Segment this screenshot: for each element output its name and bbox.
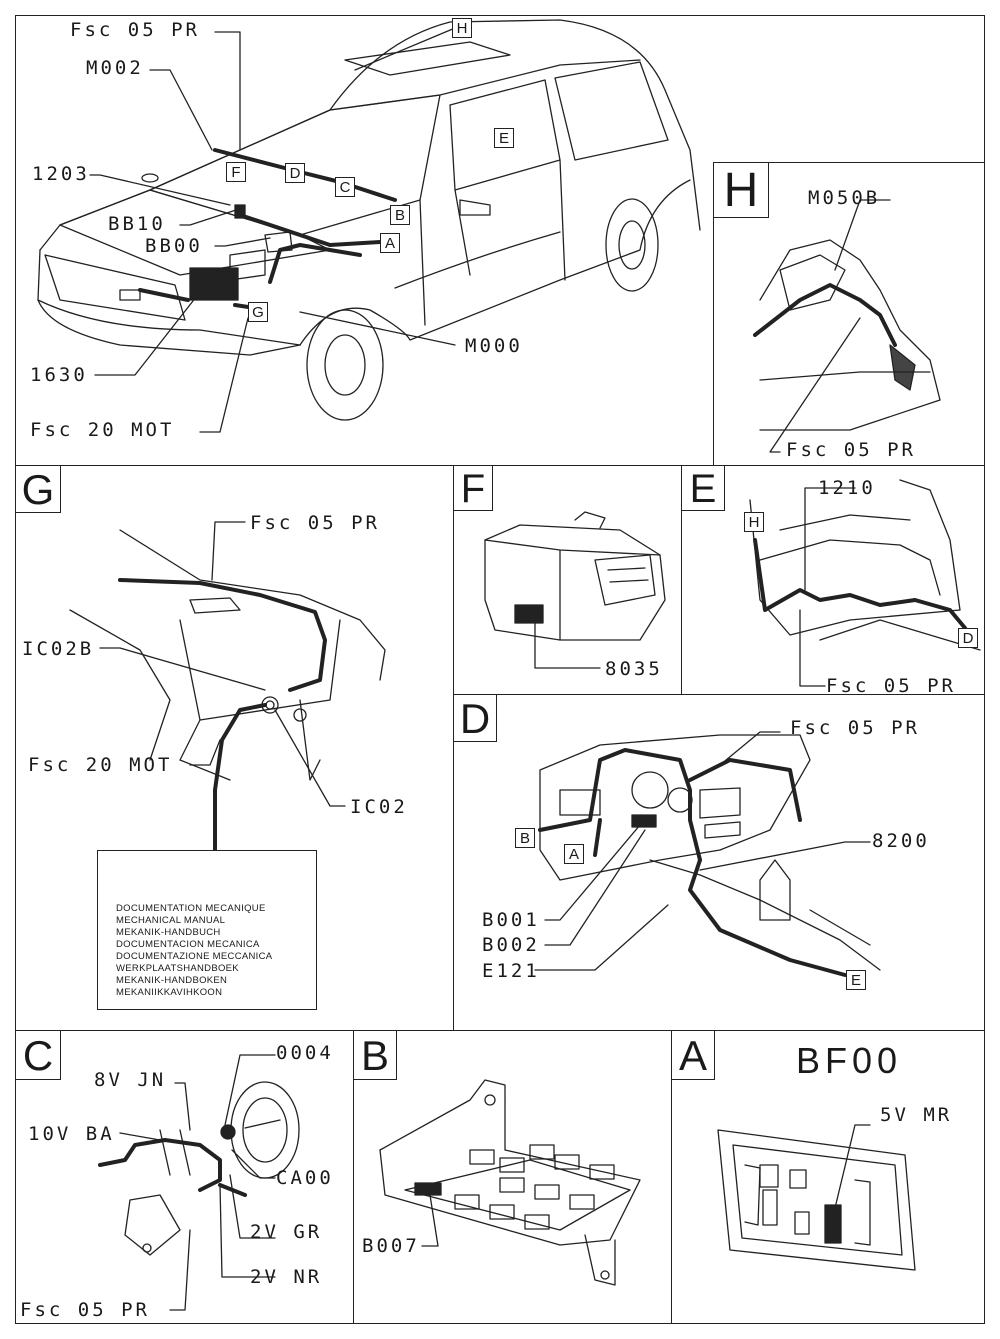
panel-g-label: G	[15, 465, 61, 513]
callout-bb10: BB10	[108, 213, 166, 235]
panel-h-label: H	[713, 162, 769, 218]
marker-g: G	[248, 302, 268, 322]
marker-d-a: A	[564, 844, 584, 864]
panel-d-label: D	[453, 694, 497, 742]
doc-line: MECHANICAL MANUAL	[116, 915, 226, 926]
marker-d: D	[285, 163, 305, 183]
marker-d-b: B	[515, 828, 535, 848]
panel-b-art	[379, 1079, 641, 1286]
marker-a: A	[380, 233, 400, 253]
panel-h-art	[753, 199, 941, 453]
marker-d-e: E	[846, 970, 866, 990]
callout-b001: B001	[482, 909, 540, 931]
callout-1210: 1210	[818, 477, 876, 499]
panel-g-art	[69, 521, 386, 891]
callout-8035: 8035	[605, 658, 663, 680]
marker-h: H	[452, 18, 472, 38]
marker-f: F	[226, 162, 246, 182]
panel-d	[453, 694, 985, 1032]
panel-d-art	[534, 731, 881, 977]
callout-ic02b: IC02B	[22, 638, 95, 660]
marker-e-h: H	[744, 512, 764, 532]
panel-e-label: E	[681, 465, 725, 511]
callout-fsc20mot: Fsc 20 MOT	[30, 419, 175, 441]
marker-c: C	[335, 177, 355, 197]
callout-ic02: IC02	[350, 796, 408, 818]
callout-g-fsc20mot: Fsc 20 MOT	[28, 754, 173, 776]
callout-10vba: 10V BA	[28, 1123, 115, 1145]
callout-ca00: CA00	[276, 1167, 334, 1189]
callout-h-fsc05pr: Fsc 05 PR	[786, 439, 916, 461]
panel-c	[15, 1030, 355, 1324]
marker-e-d: D	[958, 628, 978, 648]
panel-a-art	[717, 1124, 916, 1271]
doc-line: WERKPLAATSHANDBOEK	[116, 963, 239, 974]
callout-d-fsc05pr: Fsc 05 PR	[790, 717, 920, 739]
marker-e: E	[494, 128, 514, 148]
panel-a	[671, 1030, 985, 1324]
callout-8vjn: 8V JN	[94, 1069, 167, 1091]
callout-c-fsc05pr: Fsc 05 PR	[20, 1299, 150, 1321]
callout-m000: M000	[465, 335, 523, 357]
doc-line: DOCUMENTAZIONE MECCANICA	[116, 951, 273, 962]
panel-c-art	[98, 1054, 300, 1311]
callout-b007: B007	[362, 1235, 420, 1257]
callout-b002: B002	[482, 934, 540, 956]
callout-0004: 0004	[276, 1042, 334, 1064]
panel-a-title: BF00	[796, 1040, 903, 1081]
marker-b: B	[390, 205, 410, 225]
callout-fsc05pr: Fsc 05 PR	[70, 19, 200, 41]
callout-m050b: M050B	[808, 187, 881, 209]
car-illustration	[37, 19, 701, 433]
panel-f-art	[484, 511, 666, 669]
callout-e121: E121	[482, 960, 540, 982]
callout-e-fsc05pr: Fsc 05 PR	[826, 675, 956, 697]
callout-5vmr: 5V MR	[880, 1104, 953, 1126]
callout-1630: 1630	[30, 364, 88, 386]
doc-line: MEKANIK-HANDBUCH	[116, 927, 221, 938]
panel-b	[353, 1030, 673, 1324]
panel-b-label: B	[353, 1030, 397, 1080]
panel-e-art	[749, 479, 981, 687]
callout-8200: 8200	[872, 830, 930, 852]
panel-e	[681, 465, 985, 696]
callout-m002: M002	[86, 57, 144, 79]
callout-2vgr: 2V GR	[250, 1221, 323, 1243]
panel-a-label: A	[671, 1030, 715, 1080]
documentation-box: DOCUMENTATION MECANIQUE MECHANICAL MANUA…	[97, 850, 317, 1010]
callout-g-fsc05pr: Fsc 05 PR	[250, 512, 380, 534]
callout-2vnr: 2V NR	[250, 1266, 323, 1288]
doc-line: MEKANIIKKAVIHKOON	[116, 987, 223, 998]
panel-c-label: C	[15, 1030, 61, 1080]
callout-1203: 1203	[32, 163, 90, 185]
panel-f-label: F	[453, 465, 493, 511]
callout-bb00: BB00	[145, 235, 203, 257]
doc-line: MEKANIK-HANDBOKEN	[116, 975, 228, 986]
doc-line: DOCUMENTACION MECANICA	[116, 939, 260, 950]
doc-line: DOCUMENTATION MECANIQUE	[116, 903, 266, 914]
